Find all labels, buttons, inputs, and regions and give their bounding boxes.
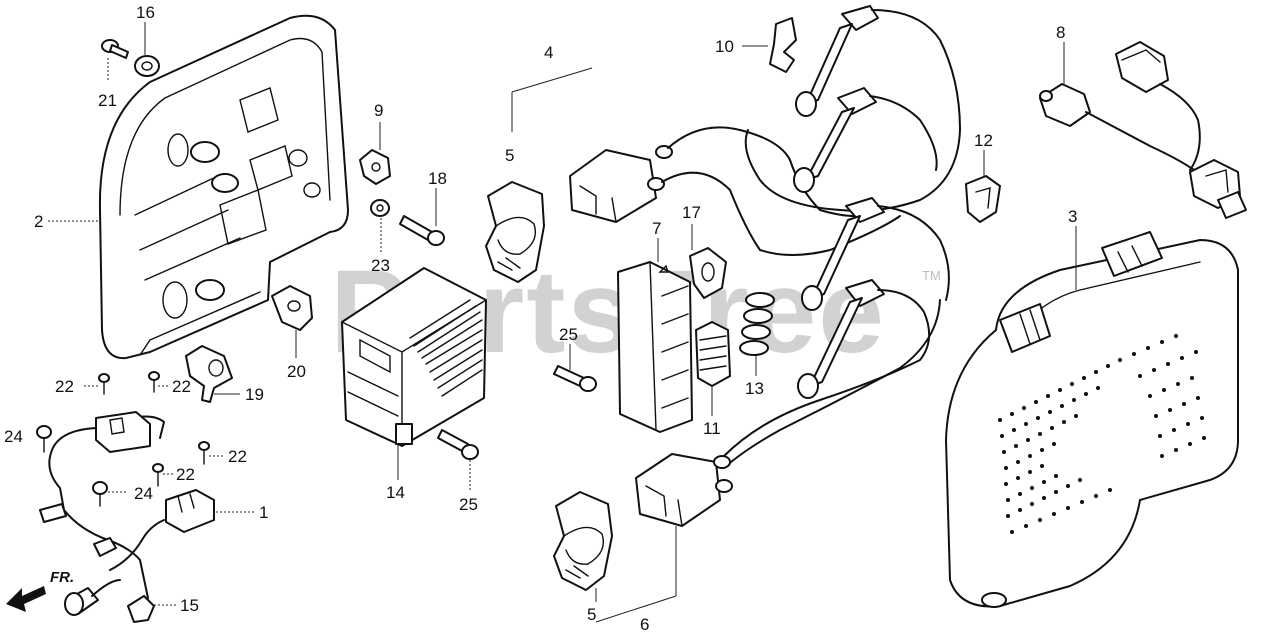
clip-9: [359, 149, 391, 185]
wire-harness-1: [39, 411, 215, 616]
callout-25-a: 25: [559, 325, 578, 344]
control-panel-frame: [98, 14, 349, 360]
callout-24-b: 24: [134, 484, 153, 503]
callout-2: 2: [34, 212, 43, 231]
front-direction-arrow: FR.: [6, 569, 74, 612]
clamp-17: [689, 247, 727, 299]
side-cover-3: [945, 231, 1239, 608]
callout-6: 6: [640, 615, 649, 634]
callout-16: 16: [136, 3, 155, 22]
callout-24-a: 24: [4, 427, 23, 446]
callout-14: 14: [386, 483, 405, 502]
callout-3: 3: [1068, 207, 1077, 226]
bolt-24-b: [92, 481, 108, 507]
grommet-16: [134, 55, 160, 77]
bolt-21: [101, 39, 129, 59]
screw-22-c: [198, 441, 210, 465]
coil-boot-5-upper: [485, 181, 545, 283]
callout-15: 15: [180, 596, 199, 615]
callout-12: 12: [974, 131, 993, 150]
wire-harness-8: [1039, 41, 1247, 219]
callout-22-c: 22: [228, 447, 247, 466]
callout-18: 18: [428, 169, 447, 188]
trademark-mark: TM: [922, 268, 941, 283]
callout-22-a: 22: [55, 377, 74, 396]
spark-plug-cap-upper-a: [744, 5, 962, 212]
callout-5-b: 5: [587, 605, 596, 624]
callout-10: 10: [715, 37, 734, 56]
cable-guide-7: [617, 261, 693, 433]
spark-plug-cap-upper-b: [793, 87, 938, 193]
svg-text:FR.: FR.: [50, 569, 74, 586]
bolt-25-b: [437, 429, 479, 460]
callout-11: 11: [703, 419, 721, 438]
screw-22-d: [152, 463, 164, 487]
coil-boot-5-lower: [553, 491, 613, 591]
callout-25-b: 25: [459, 495, 478, 514]
callout-1: 1: [259, 503, 268, 522]
callout-22-b: 22: [172, 377, 191, 396]
callout-5-a: 5: [505, 146, 514, 165]
ignition-coil-upper: [569, 126, 901, 256]
screw-22-a: [98, 373, 110, 395]
callout-4: 4: [544, 43, 553, 62]
callout-17: 17: [682, 203, 701, 222]
callout-23: 23: [371, 256, 390, 275]
ignition-coil-lower: [635, 453, 733, 527]
bolt-25-a: [553, 365, 597, 392]
callout-8: 8: [1056, 23, 1065, 42]
callout-21: 21: [98, 91, 117, 110]
cord-holder-11: [695, 321, 731, 387]
callout-13: 13: [745, 379, 764, 398]
callout-7: 7: [652, 219, 661, 238]
spark-plug-cap-lower-a: [801, 197, 950, 311]
callout-22-d: 22: [176, 465, 195, 484]
screw-22-b: [148, 371, 160, 393]
callout-20: 20: [287, 362, 306, 381]
bracket-20: [271, 285, 313, 331]
inverter-module-14: [341, 267, 487, 447]
washer-23: [370, 199, 390, 217]
callout-9: 9: [374, 101, 383, 120]
callout-19: 19: [245, 385, 264, 404]
clip-15: [127, 595, 155, 623]
cover-vent-holes: [998, 334, 1206, 534]
wire-clamps-13: [739, 292, 775, 356]
clip-10: [769, 17, 797, 73]
clamp-19: [185, 345, 233, 403]
bolt-18: [399, 215, 445, 246]
clip-12: [965, 175, 1001, 223]
bolt-24-a: [36, 425, 52, 453]
spark-plug-cap-lower-b: [723, 279, 941, 469]
